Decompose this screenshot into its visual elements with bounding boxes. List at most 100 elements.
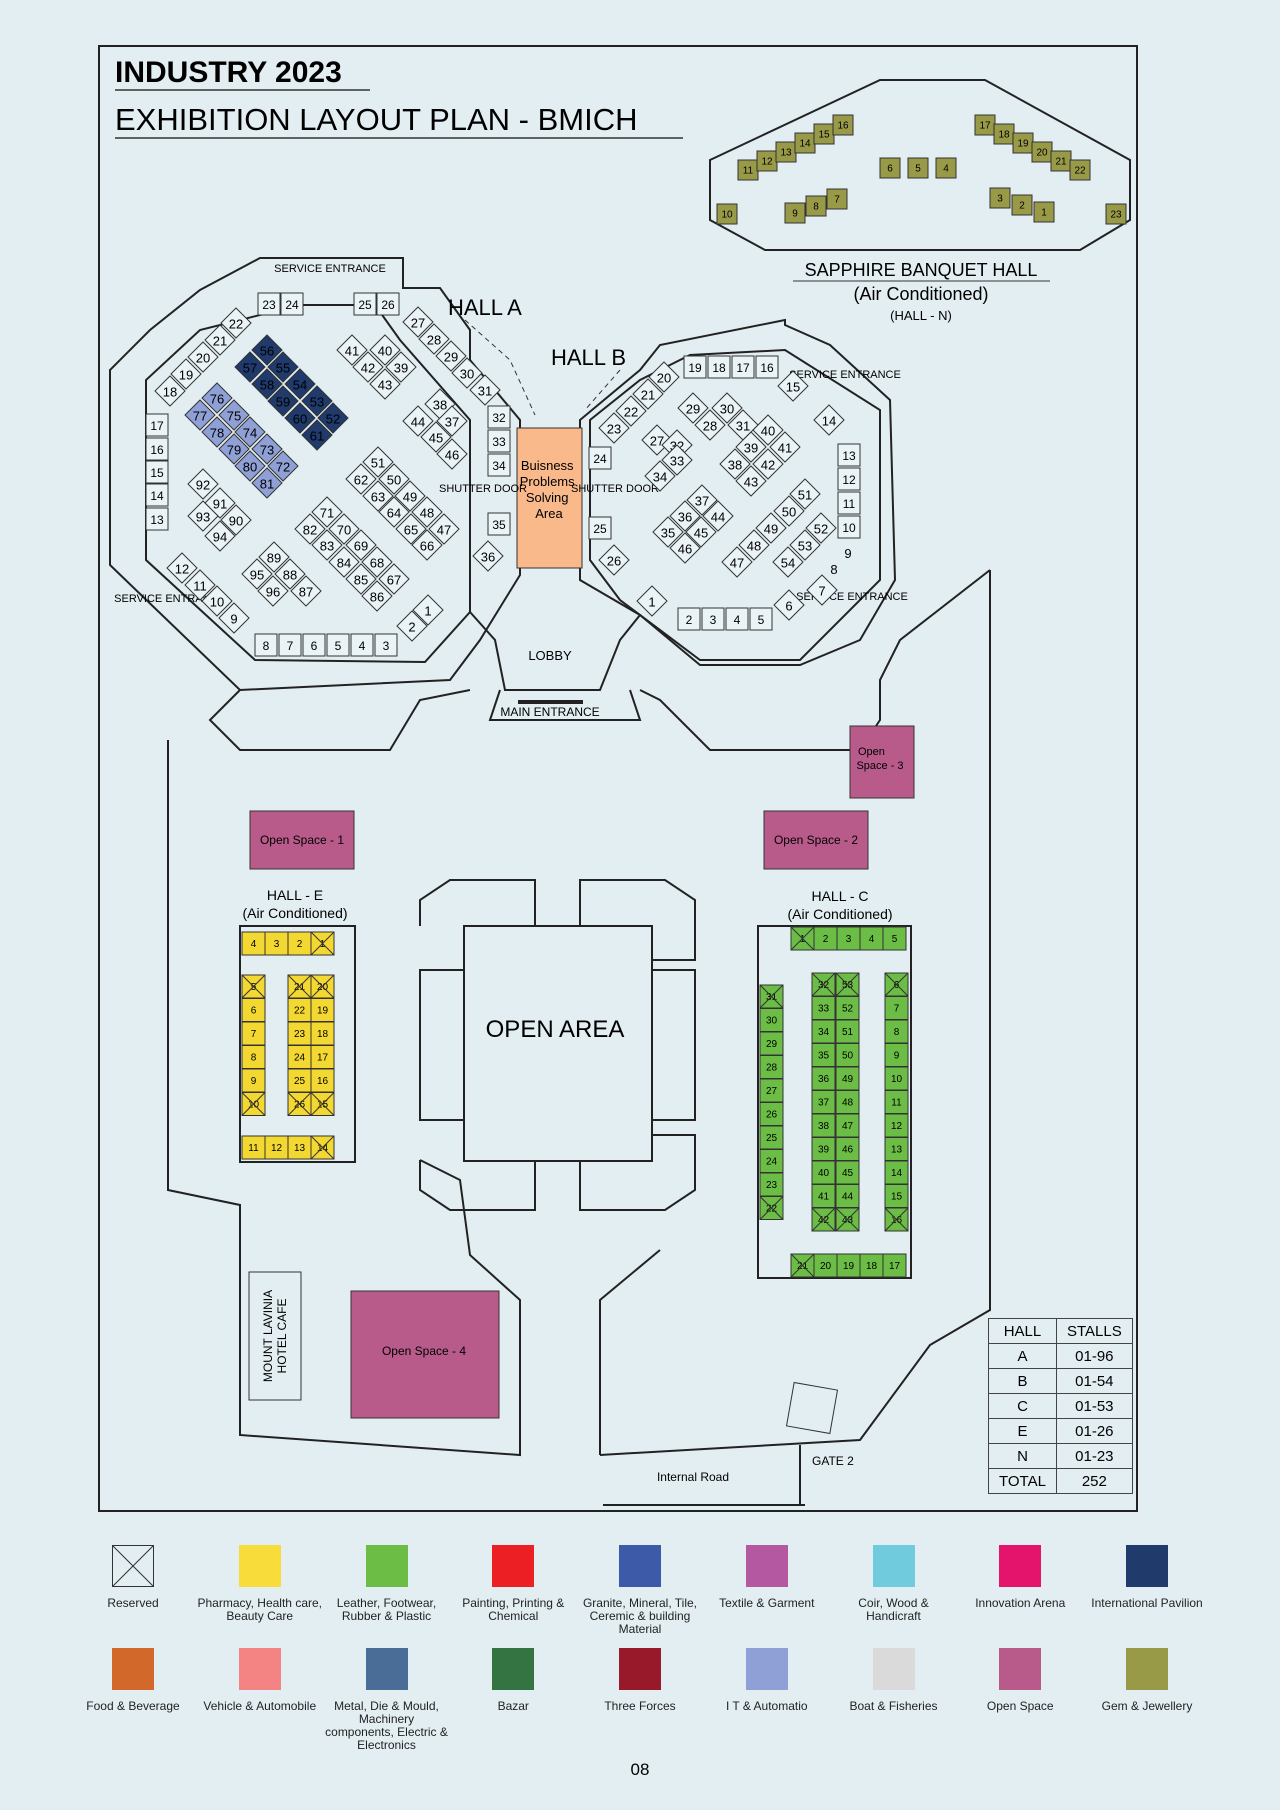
hall-a-label: HALL A xyxy=(448,295,522,320)
svg-text:7: 7 xyxy=(834,195,840,206)
svg-text:1: 1 xyxy=(424,604,431,619)
stall-hall-c-9: 9 xyxy=(884,1043,909,1067)
stall-hall-b-25: 25 xyxy=(588,516,612,540)
stall-hall-a-20: 20 xyxy=(187,341,219,373)
svg-text:1: 1 xyxy=(648,595,655,610)
svg-text:22: 22 xyxy=(766,1204,778,1215)
stall-hall-c-24: 24 xyxy=(759,1149,784,1173)
svg-text:31: 31 xyxy=(736,419,750,434)
svg-text:14: 14 xyxy=(822,414,836,429)
stall-hall-b-30: 30 xyxy=(711,392,743,424)
svg-text:40: 40 xyxy=(378,344,392,359)
stall-hall-e-12: 12 xyxy=(264,1135,289,1160)
svg-text:11: 11 xyxy=(891,1098,902,1109)
stall-hall-a-21: 21 xyxy=(204,324,236,356)
svg-text:80: 80 xyxy=(243,460,257,475)
legend-item: Leather, Footwear, Rubber & Plastic xyxy=(324,1545,450,1636)
stall-hall-c-33: 33 xyxy=(811,996,836,1020)
stall-hall-c-10: 10 xyxy=(884,1066,909,1091)
stall-hall-e-3: 3 xyxy=(264,931,289,956)
stall-hall-b-8: 8 xyxy=(830,562,837,577)
legend-item: Food & Beverage xyxy=(70,1648,196,1752)
svg-text:51: 51 xyxy=(371,456,385,471)
stall-hall-a-89: 89 xyxy=(258,541,290,573)
legend-item: Reserved xyxy=(70,1545,196,1636)
svg-text:12: 12 xyxy=(842,473,856,487)
stall-hall-n-23: 23 xyxy=(1105,203,1127,225)
stall-hall-e-2: 2 xyxy=(287,931,312,956)
svg-text:74: 74 xyxy=(243,426,257,441)
svg-text:17: 17 xyxy=(150,419,164,433)
open-space-3-label: Open Space - 3 xyxy=(856,746,903,772)
stall-hall-a-63: 63 xyxy=(362,480,394,512)
svg-text:26: 26 xyxy=(607,554,621,569)
stall-hall-a-30: 30 xyxy=(451,357,483,389)
stall-hall-a-47: 47 xyxy=(428,513,460,545)
svg-text:5: 5 xyxy=(892,934,898,945)
svg-text:41: 41 xyxy=(345,344,359,359)
svg-text:81: 81 xyxy=(260,477,274,492)
stall-hall-n-1: 1 xyxy=(1033,201,1055,223)
legend-swatch xyxy=(492,1545,535,1587)
stall-hall-c-15: 15 xyxy=(884,1184,909,1208)
svg-text:37: 37 xyxy=(695,494,709,509)
stall-hall-e-13: 13 xyxy=(287,1135,312,1160)
stall-hall-a-50: 50 xyxy=(378,463,410,495)
svg-text:45: 45 xyxy=(694,526,708,541)
stall-hall-b-19: 19 xyxy=(683,355,707,379)
stall-hall-a-62: 62 xyxy=(345,463,377,495)
svg-text:55: 55 xyxy=(276,361,290,376)
stall-hall-n-18: 18 xyxy=(993,123,1015,145)
legend-label: Three Forces xyxy=(604,1699,676,1713)
stall-hall-e-16: 16 xyxy=(310,1068,335,1093)
stall-hall-e-6: 6 xyxy=(241,998,266,1022)
svg-text:34: 34 xyxy=(492,459,506,473)
stall-hall-a-32: 32 xyxy=(487,405,511,429)
svg-text:31: 31 xyxy=(478,384,492,399)
legend-item: Boat & Fisheries xyxy=(831,1648,957,1752)
stall-hall-a-52: 52 xyxy=(317,402,349,434)
legend-swatch xyxy=(1126,1545,1168,1587)
svg-text:49: 49 xyxy=(842,1074,854,1085)
svg-text:83: 83 xyxy=(320,539,334,554)
svg-text:37: 37 xyxy=(445,415,459,430)
legend-label: International Pavilion xyxy=(1091,1596,1203,1610)
stall-hall-a-45: 45 xyxy=(420,421,452,453)
svg-text:13: 13 xyxy=(150,513,164,527)
hall-e-label: HALL - E xyxy=(267,887,323,903)
stall-hall-n-19: 19 xyxy=(1012,132,1034,154)
svg-text:39: 39 xyxy=(818,1145,830,1156)
svg-text:2: 2 xyxy=(823,934,829,945)
legend-label: Reserved xyxy=(107,1596,159,1610)
hall-c-outline xyxy=(757,925,912,1279)
legend-label: Boat & Fisheries xyxy=(849,1699,938,1713)
svg-text:57: 57 xyxy=(243,361,257,376)
svg-text:84: 84 xyxy=(337,556,351,571)
stall-hall-a-4: 4 xyxy=(350,633,374,657)
stall-hall-c-52: 52 xyxy=(835,996,860,1020)
svg-text:8: 8 xyxy=(263,639,270,653)
svg-text:41: 41 xyxy=(818,1192,830,1203)
svg-text:16: 16 xyxy=(891,1215,903,1226)
stall-hall-b-51: 51 xyxy=(789,478,821,510)
hall-c-label: HALL - C xyxy=(811,888,868,904)
svg-text:48: 48 xyxy=(747,539,761,554)
stall-hall-a-54: 54 xyxy=(284,368,316,400)
svg-text:35: 35 xyxy=(492,518,506,532)
stall-hall-b-3: 3 xyxy=(701,607,725,631)
legend-swatch xyxy=(999,1545,1042,1587)
stall-hall-b-52: 52 xyxy=(805,512,837,544)
legend-item: Gem & Jewellery xyxy=(1084,1648,1210,1752)
svg-text:17: 17 xyxy=(979,121,991,132)
legend-item: Coir, Wood & Handicraft xyxy=(831,1545,957,1636)
stall-hall-a-66: 66 xyxy=(411,529,443,561)
stall-hall-b-28: 28 xyxy=(694,409,726,441)
stall-hall-n-10: 10 xyxy=(716,203,738,225)
stall-hall-n-22: 22 xyxy=(1069,159,1091,181)
svg-text:29: 29 xyxy=(766,1039,778,1050)
svg-text:34: 34 xyxy=(653,470,667,485)
stall-hall-e-17: 17 xyxy=(310,1045,335,1069)
svg-text:9: 9 xyxy=(230,612,237,627)
svg-text:77: 77 xyxy=(193,409,207,424)
